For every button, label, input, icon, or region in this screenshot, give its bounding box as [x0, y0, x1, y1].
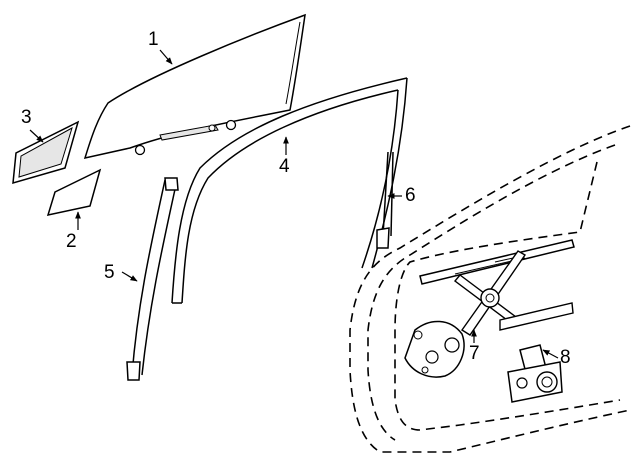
quarter-glass-2 [46, 168, 102, 217]
callout-5: 5 [104, 262, 115, 283]
door-outline [349, 125, 631, 453]
leader-lines [29, 49, 559, 359]
callout-7: 7 [469, 343, 480, 364]
callout-1: 1 [148, 29, 159, 50]
window-regulator-7 [404, 239, 575, 378]
callout-4: 4 [279, 156, 290, 177]
rear-channel-6 [376, 151, 394, 249]
regulator-motor-8 [507, 344, 563, 403]
callout-8: 8 [560, 347, 571, 368]
door-glass-1 [83, 13, 306, 160]
quarter-glass-3 [12, 120, 80, 185]
callout-2: 2 [66, 231, 77, 252]
callout-3: 3 [21, 107, 32, 128]
weatherstrip-5 [126, 177, 179, 381]
callout-6: 6 [405, 185, 416, 206]
